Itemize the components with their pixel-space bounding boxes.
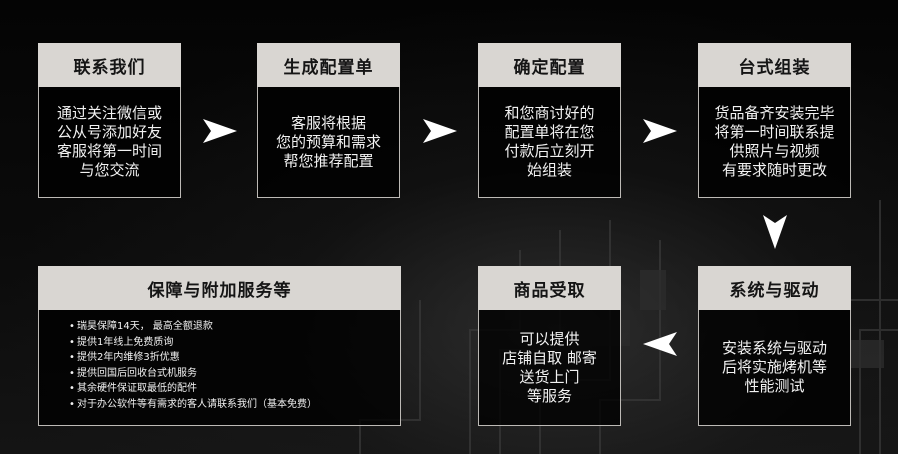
step-title: 生成配置单	[257, 43, 400, 87]
services-list: 瑞昊保障14天， 最高全额退款 提供1年线上免费质询 提供2年内维修3折优惠 提…	[69, 319, 317, 412]
step-title: 商品受取	[478, 266, 621, 310]
chevron-arrow-icon	[203, 119, 237, 143]
step-description: 安装系统与驱动 后将实施烤机等 性能测试	[721, 339, 827, 395]
step-description: 客服将根据 您的预算和需求 帮您推荐配置	[275, 113, 381, 170]
step-description: 可以提供 店铺自取 邮寄 送货上门 等服务	[502, 329, 597, 405]
chevron-arrow-icon	[423, 119, 457, 143]
step-title: 联系我们	[38, 43, 181, 87]
list-item: 瑞昊保障14天， 最高全额退款	[69, 319, 317, 335]
services-box: 保障与附加服务等 瑞昊保障14天， 最高全额退款 提供1年线上免费质询 提供2年…	[38, 266, 401, 426]
services-title: 保障与附加服务等	[38, 266, 401, 310]
chevron-arrow-icon	[643, 332, 677, 356]
list-item: 提供1年线上免费质询	[69, 335, 317, 351]
step-contact-box: 联系我们 通过关注微信或 公从号添加好友 客服将第一时间 与您交流	[38, 43, 181, 198]
list-item: 提供回国后回收台式机服务	[69, 366, 317, 382]
step-description: 和您商讨好的 配置单将在您 付款后立刻开 始组装	[504, 104, 595, 179]
list-item: 其余硬件保证取最低的配件	[69, 381, 317, 397]
step-assembly-box: 台式组装 货品备齐安装完毕 将第一时间联系提 供照片与视频 有要求随时更改	[698, 43, 851, 198]
step-system-box: 系统与驱动 安装系统与驱动 后将实施烤机等 性能测试	[698, 266, 851, 426]
step-description: 货品备齐安装完毕 将第一时间联系提 供照片与视频 有要求随时更改	[714, 104, 835, 179]
list-item: 提供2年内维修3折优惠	[69, 350, 317, 366]
step-title: 确定配置	[478, 43, 621, 87]
list-item: 对于办公软件等有需求的客人请联系我们（基本免费）	[69, 397, 317, 413]
step-config-box: 生成配置单 客服将根据 您的预算和需求 帮您推荐配置	[257, 43, 400, 198]
step-title: 台式组装	[698, 43, 851, 87]
chevron-arrow-icon	[763, 215, 787, 249]
chevron-arrow-icon	[643, 119, 677, 143]
step-delivery-box: 商品受取 可以提供 店铺自取 邮寄 送货上门 等服务	[478, 266, 621, 426]
step-title: 系统与驱动	[698, 266, 851, 310]
step-confirm-box: 确定配置 和您商讨好的 配置单将在您 付款后立刻开 始组装	[478, 43, 621, 198]
step-description: 通过关注微信或 公从号添加好友 客服将第一时间 与您交流	[56, 104, 162, 179]
